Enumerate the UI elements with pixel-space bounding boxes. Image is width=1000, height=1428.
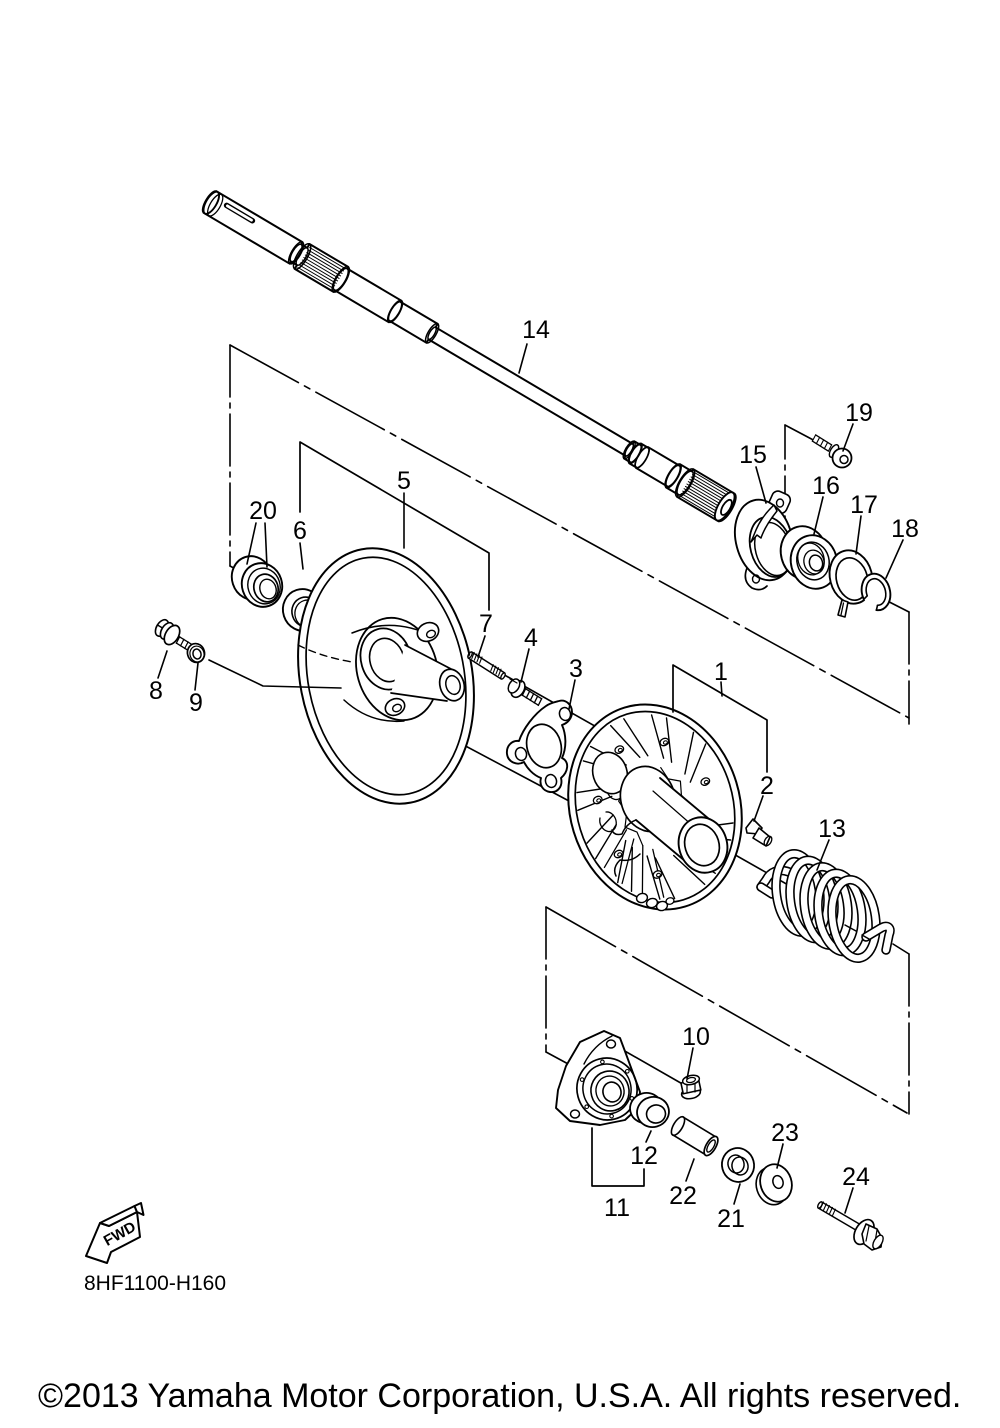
svg-text:16: 16: [812, 472, 840, 500]
svg-text:24: 24: [842, 1163, 870, 1191]
svg-text:10: 10: [682, 1023, 710, 1051]
svg-text:9: 9: [189, 689, 203, 717]
svg-text:4: 4: [524, 624, 538, 652]
svg-text:8: 8: [149, 677, 163, 705]
svg-text:19: 19: [845, 399, 873, 427]
svg-text:5: 5: [397, 467, 411, 495]
svg-text:12: 12: [630, 1142, 658, 1170]
svg-text:8HF1100-H160: 8HF1100-H160: [84, 1272, 226, 1295]
svg-text:22: 22: [669, 1182, 697, 1210]
svg-text:15: 15: [739, 441, 767, 469]
svg-text:©2013 Yamaha Motor Corporation: ©2013 Yamaha Motor Corporation, U.S.A. A…: [38, 1377, 961, 1415]
svg-text:6: 6: [293, 517, 307, 545]
svg-text:2: 2: [760, 772, 774, 800]
svg-text:18: 18: [891, 515, 919, 543]
svg-text:13: 13: [818, 815, 846, 843]
svg-text:1: 1: [714, 658, 728, 686]
svg-text:11: 11: [604, 1194, 630, 1222]
svg-text:7: 7: [479, 610, 493, 638]
svg-text:23: 23: [771, 1119, 799, 1147]
svg-text:17: 17: [850, 491, 878, 519]
svg-text:21: 21: [717, 1205, 745, 1233]
svg-text:14: 14: [522, 316, 550, 344]
svg-text:3: 3: [569, 655, 583, 683]
svg-text:20: 20: [249, 497, 277, 525]
